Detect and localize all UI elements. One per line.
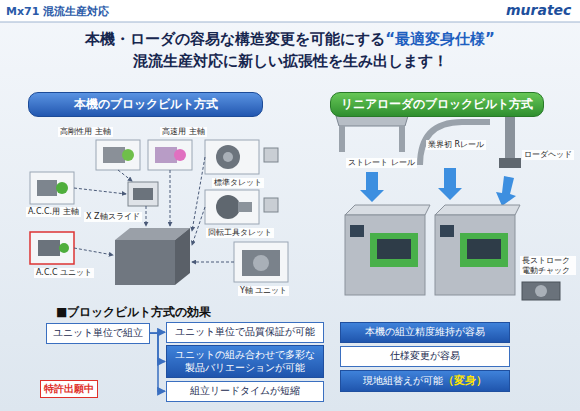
part-label: 長ストローク 電動チャック bbox=[520, 256, 576, 275]
box-text: ユニット単位で品質保証が可能 bbox=[175, 326, 315, 337]
effect-box: 現地組替えが可能（変身） bbox=[340, 370, 510, 392]
part-label: 回転工具タレット bbox=[206, 228, 274, 238]
assembly-arrows bbox=[74, 157, 234, 262]
part-label: Y軸 ユニット bbox=[238, 286, 289, 296]
part-label: A.C.C.用 主軸 bbox=[26, 207, 81, 217]
headline-text: 混流生産対応に新しい拡張性を生み出します！ bbox=[133, 52, 448, 70]
part-label: ローダヘッド bbox=[522, 150, 574, 160]
box-text: ユニット単位で組立 bbox=[53, 327, 143, 338]
box-text: （変身） bbox=[443, 374, 487, 387]
part-label: 高速用 主軸 bbox=[160, 127, 207, 137]
effect-box: 本機の組立精度維持が容易 bbox=[340, 322, 510, 343]
headline-highlight: “最適変身仕様” bbox=[385, 30, 495, 48]
top-bar bbox=[0, 0, 580, 22]
box-text: ユニットの組み合わせで多彩な 製品バリエーションが可能 bbox=[175, 349, 315, 373]
headline-row: 混流生産対応に新しい拡張性を生み出します！ bbox=[0, 51, 580, 71]
part-label: 業界初 Rレール bbox=[426, 140, 486, 150]
page-title: Mx71 混流生産対応 bbox=[6, 4, 109, 19]
box-text: 本機の組立精度維持が容易 bbox=[365, 326, 485, 337]
headline-row: 本機・ローダの容易な構造変更を可能にする“最適変身仕様” bbox=[0, 29, 580, 49]
part-label: ストレート レール bbox=[346, 158, 417, 168]
section-header: リニアローダのブロックビルト方式 bbox=[330, 92, 544, 117]
box-text: リニアローダのブロックビルト方式 bbox=[341, 97, 533, 111]
patent-note: 特許出願中 bbox=[40, 380, 98, 398]
box-text: 仕様変更が容易 bbox=[390, 350, 460, 361]
part-label: 標準タレット bbox=[212, 178, 264, 188]
connector-arrow bbox=[150, 333, 165, 391]
part-label: A.C.C ユニット bbox=[34, 268, 94, 278]
part-label: 高剛性用 主軸 bbox=[58, 127, 113, 137]
brand-logo: muratec bbox=[506, 2, 571, 18]
section-heading: ■ブロックビルト方式の効果 bbox=[56, 304, 211, 321]
box-text: 本機のブロックビルト方式 bbox=[74, 97, 218, 111]
effect-box: ユニットの組み合わせで多彩な 製品バリエーションが可能 bbox=[166, 345, 324, 378]
headline-text: 本機・ローダの容易な構造変更を可能にする bbox=[85, 30, 385, 48]
effect-box: ユニット単位で品質保証が可能 bbox=[166, 322, 324, 343]
effect-box: ユニット単位で組立 bbox=[46, 323, 150, 344]
top-bar-rule bbox=[0, 22, 580, 23]
effect-box: 仕様変更が容易 bbox=[340, 346, 510, 367]
box-text: 組立リードタイムが短縮 bbox=[190, 385, 300, 396]
part-label: X Z軸スライド bbox=[84, 212, 142, 222]
box-text: 現地組替えが可能 bbox=[363, 375, 443, 386]
section-header: 本機のブロックビルト方式 bbox=[28, 92, 263, 117]
effect-box: 組立リードタイムが短縮 bbox=[166, 381, 324, 402]
